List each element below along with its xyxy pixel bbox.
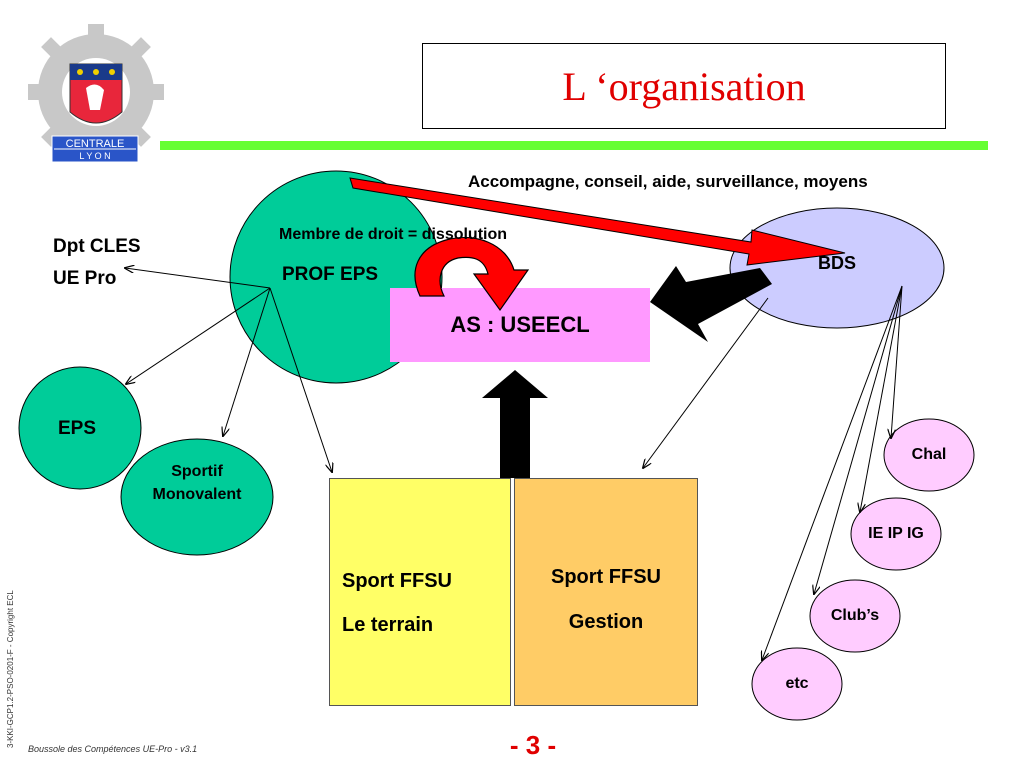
clubs-ellipse bbox=[809, 579, 901, 653]
sport-ffsu-terrain-box bbox=[329, 478, 511, 706]
as-useecl-box: AS : USEECL bbox=[390, 288, 650, 362]
prof-eps-label: PROF EPS bbox=[282, 264, 379, 285]
red-curved-arrow bbox=[414, 236, 530, 312]
logo-line1: CENTRALE bbox=[66, 138, 125, 150]
centrale-lyon-logo bbox=[28, 24, 164, 163]
sportif-line2: Monovalent bbox=[152, 486, 242, 503]
header-green-bar bbox=[160, 141, 988, 150]
gestion-line1: Sport FFSU bbox=[551, 566, 661, 588]
red-accompagne-arrow bbox=[349, 177, 846, 266]
sport-ffsu-gestion-box bbox=[514, 478, 698, 706]
sportif-ellipse bbox=[120, 438, 274, 556]
bds-label: BDS bbox=[818, 253, 857, 273]
membre-label: Membre de droit = dissolution bbox=[279, 226, 508, 243]
black-bds-to-as-arrow bbox=[650, 266, 772, 342]
as-label: AS : USEECL bbox=[450, 312, 590, 337]
page-number: - 3 - bbox=[509, 730, 557, 760]
chal-label: Chal bbox=[911, 446, 947, 463]
gestion-line2: Gestion bbox=[568, 611, 644, 633]
connector-arrows bbox=[125, 268, 903, 660]
eps-label: EPS bbox=[58, 418, 97, 439]
clubs-label: Club’s bbox=[830, 607, 880, 624]
etc-label: etc bbox=[785, 675, 809, 692]
title-box: L ‘organisation bbox=[422, 43, 946, 129]
dpt-cles-line1: Dpt CLES bbox=[53, 236, 141, 257]
page-title: L ‘organisation bbox=[562, 63, 806, 109]
terrain-line2: Le terrain bbox=[342, 614, 434, 636]
logo-line2: L Y O N bbox=[79, 151, 110, 161]
ieipig-label: IE IP IG bbox=[868, 525, 924, 542]
prof-eps-circle bbox=[229, 170, 443, 384]
terrain-line1: Sport FFSU bbox=[342, 570, 452, 592]
chal-ellipse bbox=[883, 418, 975, 492]
ieipig-ellipse bbox=[850, 497, 942, 571]
dpt-cles-line2: UE Pro bbox=[53, 268, 117, 289]
footer-caption: Boussole des Compétences UE-Pro - v3.1 bbox=[28, 744, 198, 754]
copyright-side-text: 3-KKI-GCP1.2-PSO-0201-F - Copyright ECL bbox=[6, 590, 15, 748]
eps-circle bbox=[18, 366, 142, 490]
accompagne-label: Accompagne, conseil, aide, surveillance,… bbox=[468, 172, 868, 191]
sportif-line1: Sportif bbox=[171, 463, 223, 480]
etc-ellipse bbox=[751, 647, 843, 721]
black-up-arrow bbox=[482, 370, 548, 478]
